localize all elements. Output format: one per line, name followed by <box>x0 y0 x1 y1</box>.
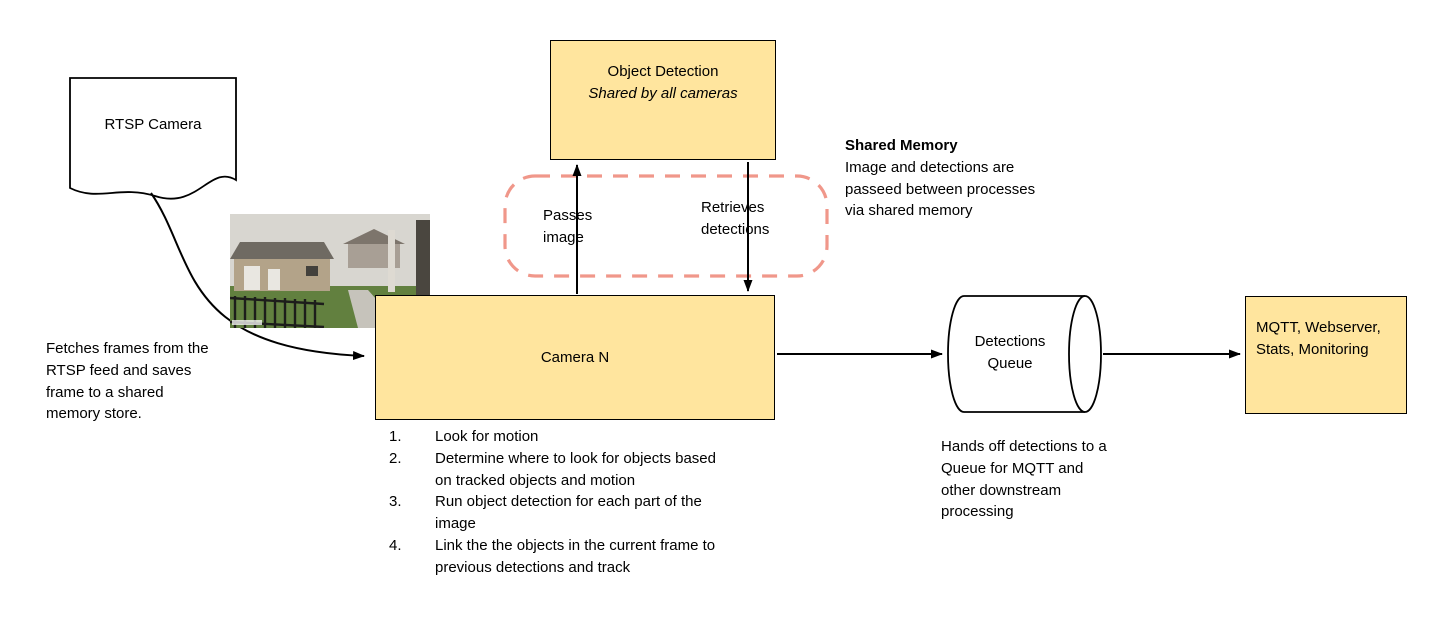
retrieves-detections-label: Retrieves detections <box>701 199 770 238</box>
camera-step-2: 2. Determine where to look for objects b… <box>383 448 743 492</box>
detections-queue-cylinder-body-fill <box>948 296 1085 412</box>
camera-step-1-text: Look for motion <box>435 428 539 445</box>
camera-step-4-text: Link the the objects in the current fram… <box>435 536 716 576</box>
camera-step-4: 4. Link the the objects in the current f… <box>383 535 743 579</box>
shared-memory-note-body: Image and detections are passeed between… <box>845 158 1036 220</box>
shared-memory-note-title: Shared Memory <box>845 137 958 154</box>
camera-step-3-text: Run object detection for each part of th… <box>435 493 702 532</box>
detections-queue-label: Detections Queue <box>974 333 1046 372</box>
camera-step-3: 3. Run object detection for each part of… <box>383 491 743 535</box>
camera-step-4-number: 4. <box>389 536 402 554</box>
detections-queue-cylinder-cap <box>1068 295 1102 413</box>
outputs-label: MQTT, Webserver, Stats, Monitoring <box>1256 319 1381 358</box>
camera-n-node: Camera N <box>375 295 775 420</box>
camera-n-label: Camera N <box>540 348 610 366</box>
object-detection-node: Object Detection Shared by all cameras <box>550 40 776 160</box>
camera-snapshot <box>229 214 430 329</box>
fetch-frames-note: Fetches frames from the RTSP feed and sa… <box>46 340 209 423</box>
detections-queue-cylinder-body <box>947 295 1085 413</box>
arrow-rtsp-to-camera <box>150 192 365 361</box>
camera-snapshot-image <box>229 214 430 329</box>
camera-steps-list: 1. Look for motion 2. Determine where to… <box>383 426 743 578</box>
shared-memory-note: Shared Memory Image and detections are p… <box>845 135 1050 222</box>
shared-memory-boundary <box>503 174 829 278</box>
passes-image-label: Passes image <box>543 207 593 246</box>
camera-step-3-number: 3. <box>389 493 402 511</box>
rtsp-camera-document-shape <box>69 77 237 200</box>
queue-handoff-note: Hands off detections to a Queue for MQTT… <box>941 438 1107 521</box>
outputs-node: MQTT, Webserver, Stats, Monitoring <box>1245 296 1407 414</box>
object-detection-subtitle: Shared by all cameras <box>588 84 738 102</box>
camera-step-2-number: 2. <box>389 449 402 467</box>
object-detection-title: Object Detection <box>607 63 719 80</box>
camera-step-1-number: 1. <box>389 428 402 445</box>
camera-step-2-text: Determine where to look for objects base… <box>435 449 716 489</box>
camera-step-1: 1. Look for motion <box>383 426 743 448</box>
rtsp-camera-node-label: RTSP Camera <box>104 116 202 133</box>
